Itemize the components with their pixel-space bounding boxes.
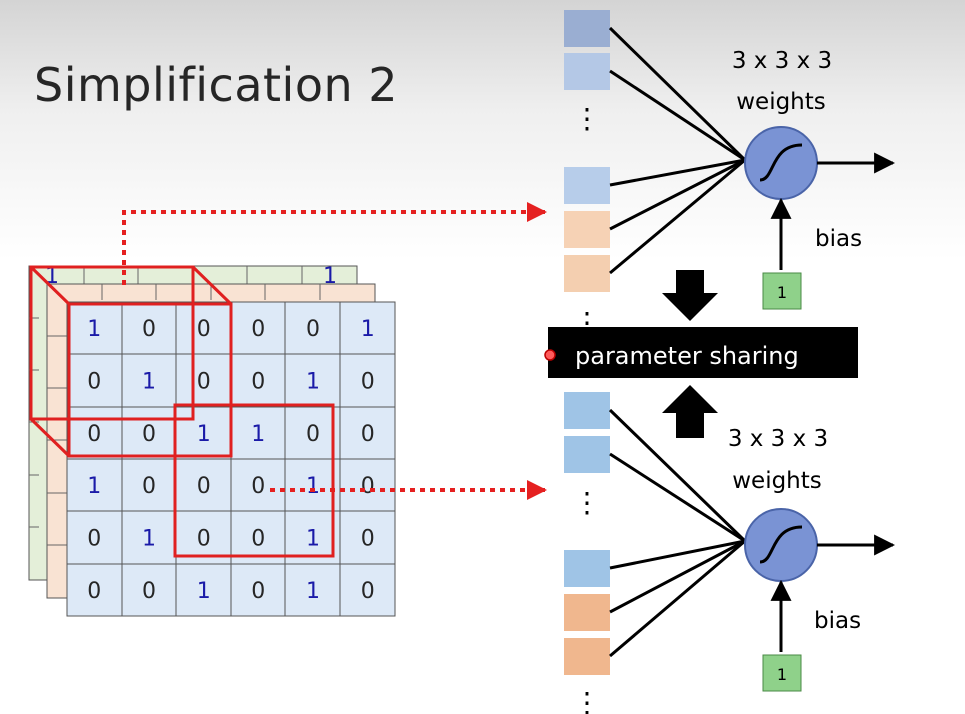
matrix-cell: 0 bbox=[197, 474, 211, 499]
sigmoid-icon bbox=[759, 143, 803, 182]
input-node bbox=[564, 10, 610, 47]
input-node bbox=[564, 594, 610, 631]
matrix-cell: 1 bbox=[251, 422, 265, 447]
input-node bbox=[564, 211, 610, 248]
banner-text: parameter sharing bbox=[575, 342, 799, 370]
matrix-cell: 0 bbox=[306, 422, 320, 447]
slide-title: Simplification 2 bbox=[34, 58, 399, 112]
matrix-cell: 0 bbox=[306, 317, 320, 342]
matrix-cell: 0 bbox=[251, 579, 265, 604]
top-neuron-group: ⋮ ⋮ 1 3 x 3 x 3 weights bias bbox=[564, 10, 896, 339]
matrix-cell: 0 bbox=[142, 579, 156, 604]
matrix-cell: 0 bbox=[197, 370, 211, 395]
matrix-cell: 1 bbox=[87, 317, 101, 342]
matrix-cell: 1 bbox=[361, 317, 375, 342]
matrix-cell: 0 bbox=[361, 527, 375, 552]
matrix-cell: 0 bbox=[197, 527, 211, 552]
neuron bbox=[744, 508, 818, 582]
matrix-cell: 0 bbox=[251, 527, 265, 552]
back-channel-peek-digit: 1 bbox=[323, 264, 337, 289]
input-node bbox=[564, 550, 610, 587]
weights-label-line1: 3 x 3 x 3 bbox=[728, 426, 828, 452]
matrix-cell: 1 bbox=[306, 474, 320, 499]
matrix-cell: 0 bbox=[197, 317, 211, 342]
matrix-cell: 0 bbox=[251, 317, 265, 342]
bias-label: bias bbox=[814, 608, 861, 634]
down-arrow-icon bbox=[662, 270, 718, 321]
ellipsis: ⋮ bbox=[573, 686, 601, 714]
matrix-cell: 0 bbox=[142, 474, 156, 499]
matrix-cell: 0 bbox=[361, 422, 375, 447]
matrix-cell: 0 bbox=[87, 527, 101, 552]
matrix-cell: 0 bbox=[142, 317, 156, 342]
input-node bbox=[564, 53, 610, 90]
weights-label-line2: weights bbox=[736, 89, 826, 115]
receptive-field-top-left bbox=[29, 265, 233, 458]
matrix-cell: 0 bbox=[87, 422, 101, 447]
up-arrow-icon bbox=[662, 385, 718, 438]
weights-label-line1: 3 x 3 x 3 bbox=[732, 48, 832, 74]
matrix-cells: 1 0 0 0 0 1 0 1 0 0 1 0 0 0 1 1 0 0 1 0 0 0 1 0 0 1 0 0 1 0 0 0 1 0 1 0 bbox=[87, 317, 374, 604]
parameter-sharing-banner: parameter sharing bbox=[544, 327, 858, 378]
ellipsis: ⋮ bbox=[573, 486, 601, 519]
matrix-cell: 1 bbox=[197, 579, 211, 604]
matrix-cell: 0 bbox=[361, 579, 375, 604]
matrix-cell: 0 bbox=[251, 474, 265, 499]
matrix-cell: 1 bbox=[142, 527, 156, 552]
matrix-cell: 1 bbox=[306, 370, 320, 395]
input-node bbox=[564, 436, 610, 473]
matrix-cell: 0 bbox=[251, 370, 265, 395]
matrix-cell: 0 bbox=[361, 474, 375, 499]
bottom-neuron-group: ⋮ ⋮ 1 3 x 3 x 3 weights bias bbox=[564, 392, 896, 714]
mapping-arrows bbox=[122, 202, 547, 500]
input-node bbox=[564, 638, 610, 675]
ellipsis: ⋮ bbox=[573, 102, 601, 135]
bias-input-box bbox=[762, 272, 802, 310]
input-node bbox=[564, 255, 610, 292]
matrix-cell: 0 bbox=[361, 370, 375, 395]
matrix-cell: 1 bbox=[306, 527, 320, 552]
receptive-field-shifted bbox=[173, 403, 335, 558]
red-pointer-dot-icon bbox=[544, 349, 556, 361]
matrix-cell: 1 bbox=[306, 579, 320, 604]
matrix-cell: 0 bbox=[87, 370, 101, 395]
input-node bbox=[564, 392, 610, 429]
image-channels: 1 1 1 0 0 0 bbox=[28, 264, 396, 617]
matrix-cell: 0 bbox=[142, 422, 156, 447]
input-node bbox=[564, 167, 610, 204]
bias-value: 1 bbox=[777, 665, 787, 684]
matrix-cell: 0 bbox=[87, 579, 101, 604]
neuron bbox=[744, 126, 818, 200]
sigmoid-icon bbox=[759, 525, 803, 564]
weights-label-line2: weights bbox=[732, 468, 822, 494]
matrix-cell: 1 bbox=[87, 474, 101, 499]
bias-value: 1 bbox=[777, 283, 787, 302]
bias-label: bias bbox=[815, 226, 862, 252]
bias-input-box bbox=[762, 654, 802, 692]
matrix-cell: 1 bbox=[142, 370, 156, 395]
matrix-cell: 1 bbox=[197, 422, 211, 447]
